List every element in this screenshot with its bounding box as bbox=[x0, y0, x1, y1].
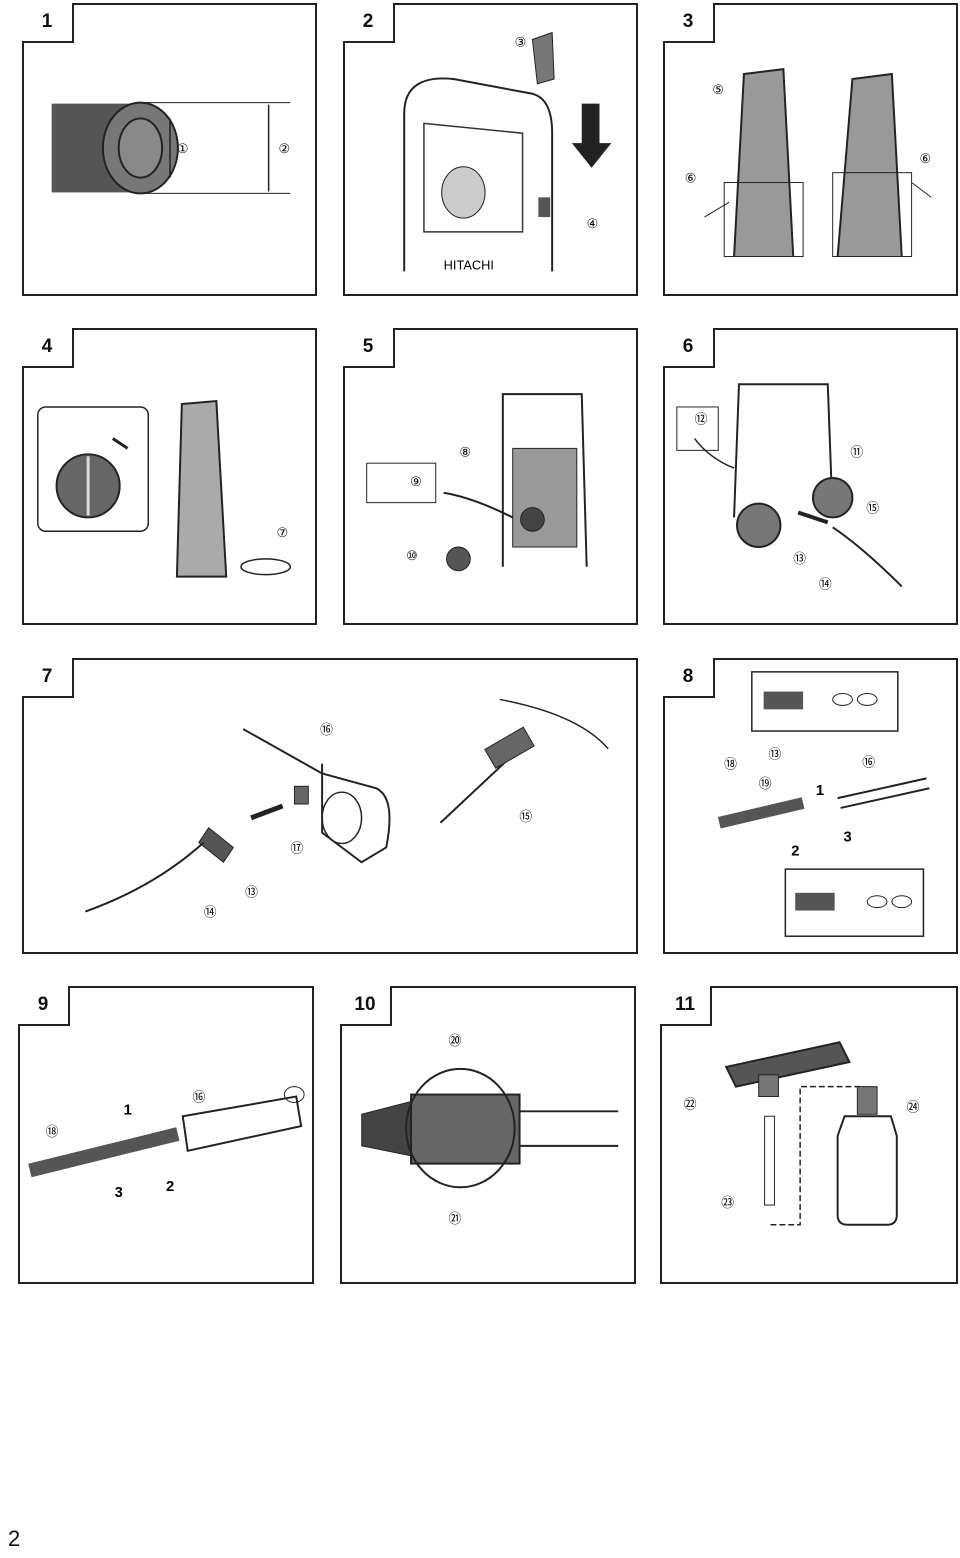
panel-number: 9 bbox=[18, 986, 70, 1026]
panel-number: 3 bbox=[663, 3, 715, 43]
panel-number: 7 bbox=[22, 658, 74, 698]
hose-connection-figure: ⑫ ⑪ ⑮ ⑬ ⑭ bbox=[676, 383, 903, 591]
callout-13: ⑬ bbox=[793, 551, 806, 566]
panel-number: 4 bbox=[22, 328, 74, 368]
callout-18: ⑱ bbox=[46, 1124, 59, 1139]
callout-5: ⑤ bbox=[712, 82, 724, 97]
callout-13: ⑬ bbox=[769, 747, 782, 762]
panel-3: 3 ⑤ ⑥ ⑥ bbox=[663, 3, 958, 296]
panel-number: 11 bbox=[660, 986, 712, 1026]
step-2: 2 bbox=[791, 843, 799, 859]
step-3: 3 bbox=[115, 1185, 123, 1201]
callout-9: ⑨ bbox=[410, 474, 421, 489]
callout-15: ⑮ bbox=[866, 501, 879, 516]
panel-number: 2 bbox=[343, 3, 395, 43]
handle-mount-figure: HITACHI ③ ④ bbox=[403, 31, 612, 272]
callout-2: ② bbox=[278, 141, 290, 156]
cap-removal-figure: ⑧ ⑨ ⑩ bbox=[366, 393, 588, 572]
switch-off-figure: ⑦ bbox=[37, 399, 292, 578]
callout-16: ⑯ bbox=[193, 1089, 206, 1104]
callout-17: ⑰ bbox=[291, 840, 304, 855]
step-1: 1 bbox=[124, 1102, 132, 1118]
callout-3: ③ bbox=[515, 34, 527, 49]
callout-1: ① bbox=[177, 141, 189, 156]
callout-20: ⑳ bbox=[449, 1033, 462, 1048]
callout-14: ⑭ bbox=[204, 904, 217, 919]
panel-5: 5 ⑧ ⑨ ⑩ bbox=[343, 328, 638, 625]
nozzle-adjustment-figure: ⑳ ㉑ bbox=[361, 1033, 619, 1226]
panel-7: 7 ⑯ ⑰ ⑬ ⑭ ⑮ bbox=[22, 658, 638, 954]
panel-number: 5 bbox=[343, 328, 395, 368]
gun-hose-connection-figure: ⑯ ⑰ ⑬ ⑭ ⑮ bbox=[85, 698, 609, 919]
panel-number: 1 bbox=[22, 3, 74, 43]
lance-attachment-figure: ⑱ ⑯ 1 2 3 bbox=[28, 1086, 305, 1201]
panel-9: 9 ⑱ ⑯ 1 2 3 bbox=[18, 986, 314, 1284]
callout-16: ⑯ bbox=[862, 755, 875, 770]
callout-6: ⑥ bbox=[919, 151, 931, 166]
callout-16: ⑯ bbox=[320, 722, 333, 737]
brand-label: HITACHI bbox=[444, 257, 494, 272]
callout-6: ⑥ bbox=[685, 171, 697, 186]
callout-15: ⑮ bbox=[519, 809, 532, 824]
panel-number: 10 bbox=[340, 986, 392, 1026]
handle-screw-figure: ⑤ ⑥ ⑥ bbox=[685, 68, 932, 258]
callout-23: ㉓ bbox=[721, 1195, 734, 1210]
callout-21: ㉑ bbox=[449, 1211, 462, 1226]
panel-2: 2 HITACHI ③ ④ bbox=[343, 3, 638, 296]
panel-number: 8 bbox=[663, 658, 715, 698]
step-3: 3 bbox=[844, 830, 852, 846]
callout-7: ⑦ bbox=[277, 525, 288, 540]
panel-number: 6 bbox=[663, 328, 715, 368]
callout-14: ⑭ bbox=[819, 576, 832, 591]
lance-connection-figure: ⑱ ⑬ ⑲ ⑯ 1 2 3 bbox=[717, 671, 930, 937]
panel-11: 11 ㉒ ㉓ ㉔ bbox=[660, 986, 958, 1284]
step-1: 1 bbox=[816, 783, 824, 799]
panel-8: 8 ⑱ ⑬ ⑲ ⑯ 1 2 3 bbox=[663, 658, 958, 954]
panel-1: 1 ① ② bbox=[22, 3, 317, 296]
panel-4: 4 ⑦ bbox=[22, 328, 317, 625]
callout-24: ㉔ bbox=[907, 1099, 920, 1114]
hose-diameter-figure: ① ② bbox=[51, 101, 291, 195]
callout-13: ⑬ bbox=[245, 885, 258, 900]
callout-19: ⑲ bbox=[759, 776, 772, 791]
callout-8: ⑧ bbox=[459, 444, 471, 459]
callout-4: ④ bbox=[587, 216, 599, 231]
callout-18: ⑱ bbox=[724, 757, 737, 772]
panel-6: 6 ⑫ ⑪ ⑮ ⑬ ⑭ bbox=[663, 328, 958, 625]
callout-11: ⑪ bbox=[850, 444, 863, 459]
callout-22: ㉒ bbox=[684, 1096, 697, 1111]
callout-10: ⑩ bbox=[406, 548, 418, 563]
detergent-bottle-figure: ㉒ ㉓ ㉔ bbox=[684, 1041, 920, 1226]
panel-10: 10 ⑳ ㉑ bbox=[340, 986, 636, 1284]
step-2: 2 bbox=[166, 1179, 174, 1195]
callout-12: ⑫ bbox=[695, 412, 708, 427]
page-number: 2 bbox=[8, 1526, 21, 1551]
